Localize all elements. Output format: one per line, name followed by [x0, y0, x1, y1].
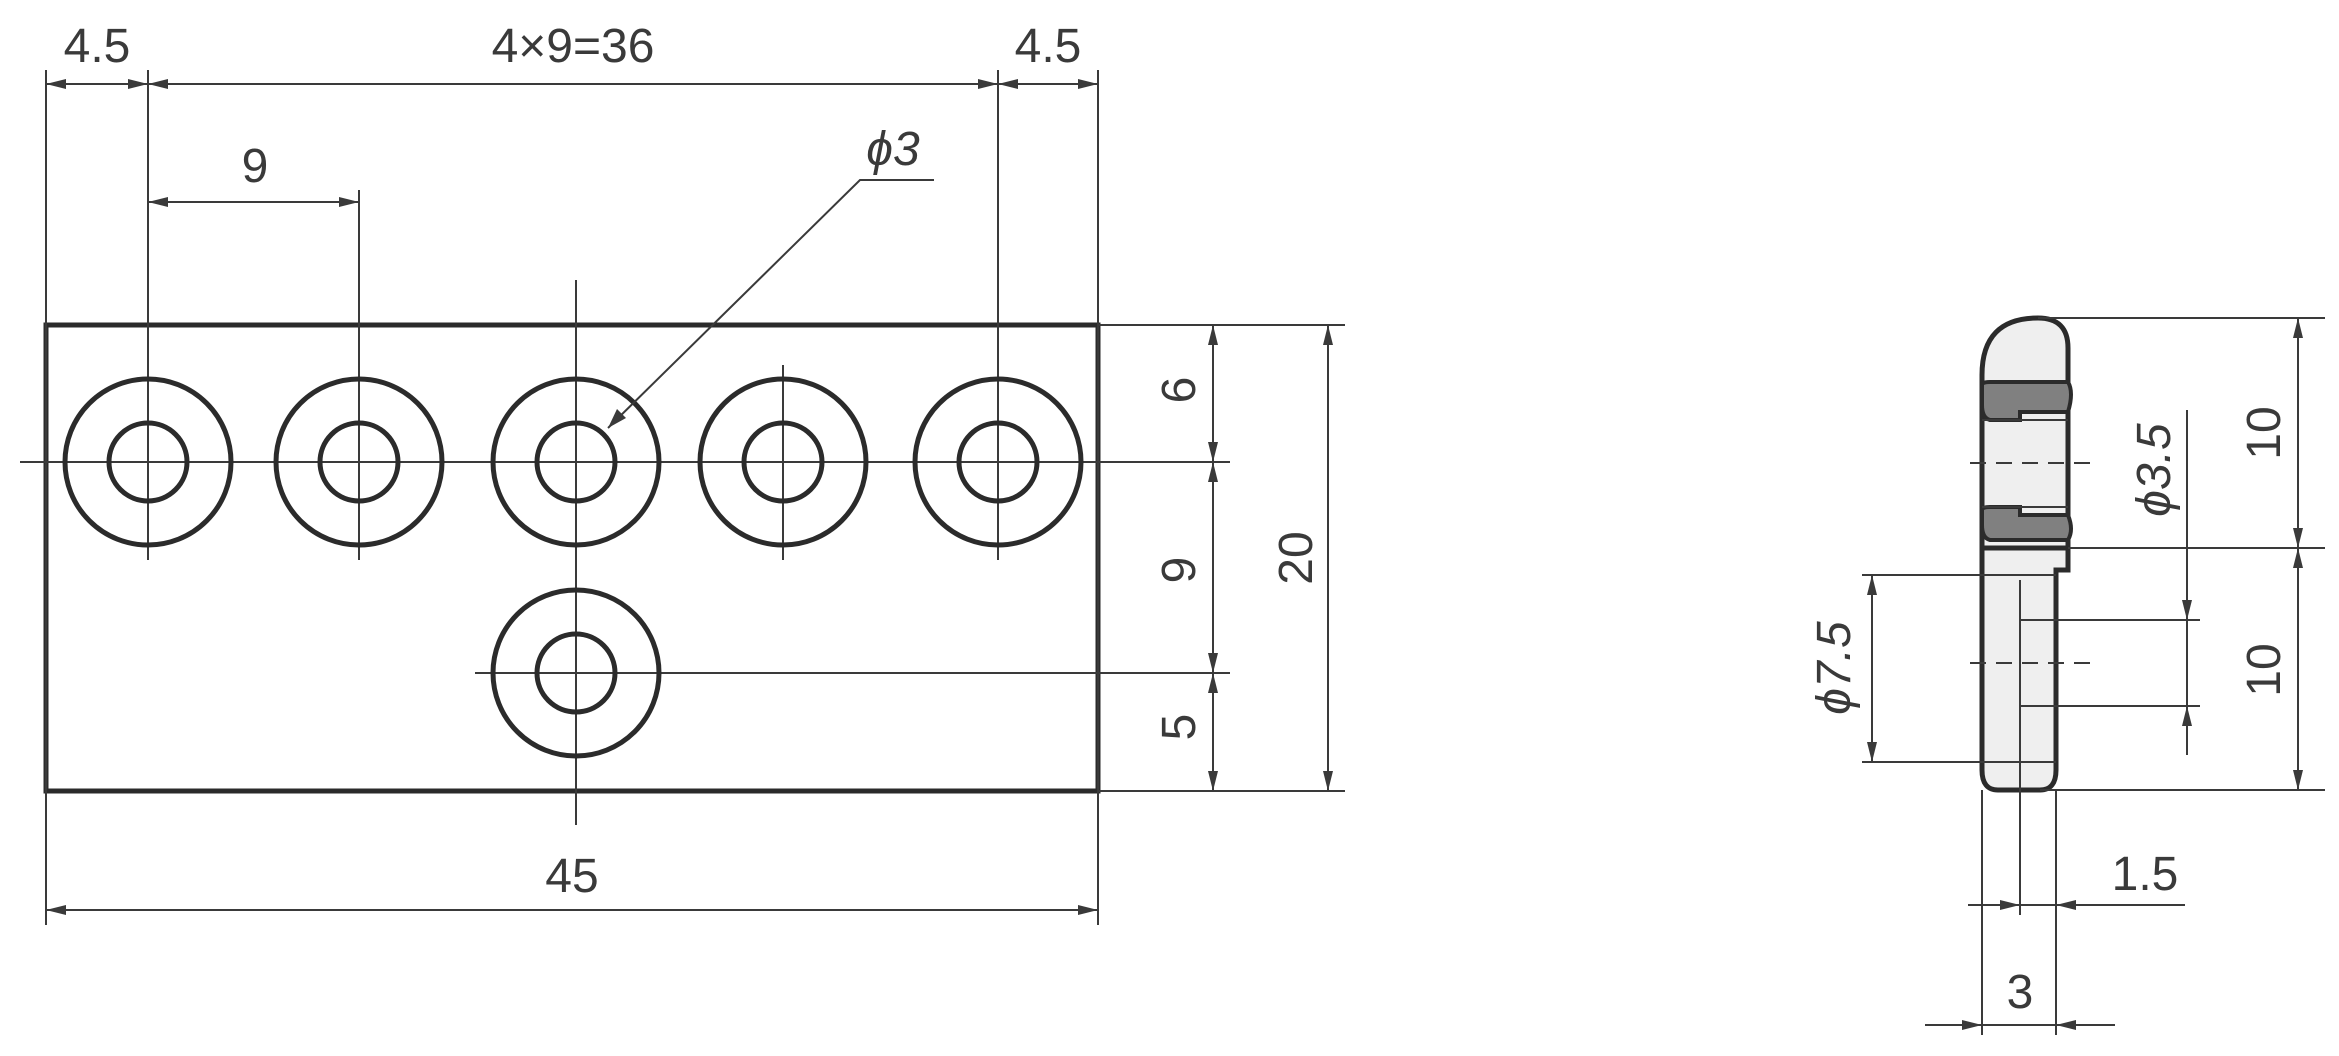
- dim-thickness: 3: [2007, 966, 2034, 1019]
- dim-total-height: 20: [1270, 531, 1323, 584]
- hole-lower: [490, 587, 662, 759]
- dim-left-margin: 4.5: [64, 20, 131, 73]
- dim-hole-dia: ϕ3: [866, 123, 920, 176]
- plate-outline: [43, 322, 1101, 794]
- dim-total-width: 45: [545, 850, 598, 903]
- hole-4: [697, 376, 869, 548]
- side-head-outline: [1979, 315, 2071, 551]
- dim-top-to-center: 6: [1153, 377, 1206, 404]
- side-view: 10 10 ϕ3.5 ϕ7.5 1.5 3: [1808, 315, 2325, 1035]
- dim-boss-dia: ϕ7.5: [1808, 621, 1861, 715]
- dim-hole-spacing: 9: [242, 140, 269, 193]
- upper-section-lip: [1980, 380, 2073, 422]
- dim-lower-to-bottom: 5: [1153, 714, 1206, 741]
- front-view: 4.5 4×9=36 4.5 9 ϕ3 6 9 5 20 45: [20, 20, 1345, 925]
- hole-1: [62, 376, 234, 548]
- side-stem-outline: [1979, 545, 2071, 793]
- dim-lower-height: 10: [2238, 643, 2291, 696]
- dim-center-to-lower: 9: [1153, 557, 1206, 584]
- dim-bore-dia: ϕ3.5: [2128, 423, 2181, 517]
- dim-step: 1.5: [2112, 848, 2179, 901]
- hole-5: [912, 376, 1084, 548]
- hole-3: [490, 376, 662, 548]
- dim-right-margin: 4.5: [1015, 20, 1082, 73]
- dim-upper-height: 10: [2238, 406, 2291, 459]
- hole-2: [273, 376, 445, 548]
- dim-pitch: 4×9=36: [492, 20, 655, 73]
- hole-dia-leader: [607, 179, 934, 429]
